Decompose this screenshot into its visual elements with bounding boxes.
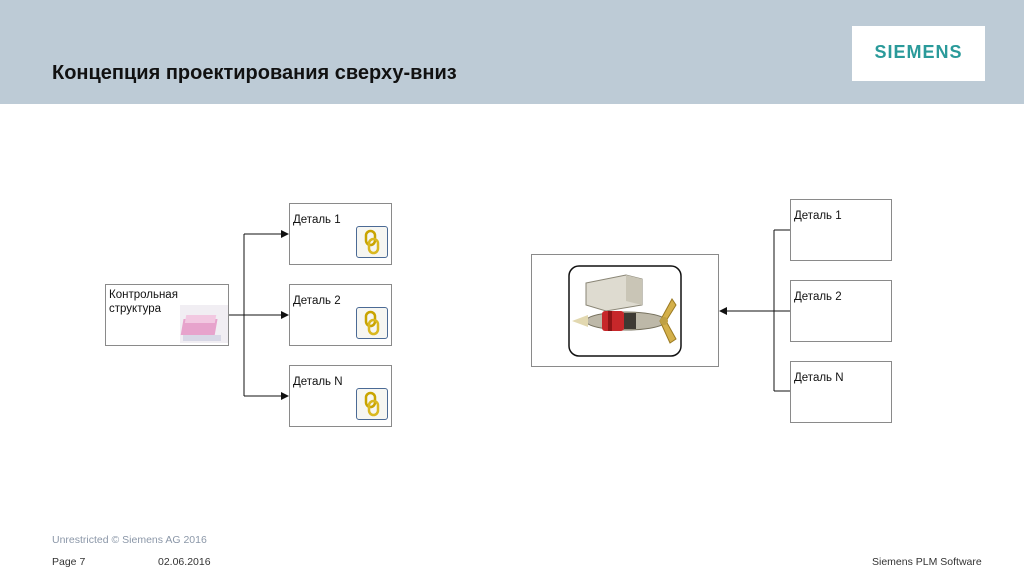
propulsion-unit-image [568, 265, 682, 357]
slide-title: Концепция проектирования сверху-вниз [52, 62, 457, 84]
link-chain-icon[interactable] [356, 226, 388, 258]
control-structure-box[interactable]: Контрольная структура [105, 284, 229, 346]
right-part-2-box[interactable]: Деталь 2 [790, 280, 892, 342]
right-part-1-label: Деталь 1 [794, 210, 842, 222]
left-part-1-box[interactable]: Деталь 1 [289, 203, 392, 265]
assembly-box[interactable] [531, 254, 719, 367]
footer-page-number: Page 7 [52, 556, 86, 568]
footer-date: 02.06.2016 [158, 556, 211, 568]
right-part-1-box[interactable]: Деталь 1 [790, 199, 892, 261]
right-part-n-label: Деталь N [794, 372, 844, 384]
footer-classification: Unrestricted © Siemens AG 2016 [52, 534, 207, 546]
footer-company: Siemens PLM Software [872, 556, 982, 568]
control-structure-thumbnail-icon [180, 305, 228, 343]
left-part-n-box[interactable]: Деталь N [289, 365, 392, 427]
siemens-logo: SIEMENS [852, 26, 985, 81]
logo-text: SIEMENS [874, 42, 963, 62]
left-part-n-label: Деталь N [293, 376, 343, 388]
right-part-n-box[interactable]: Деталь N [790, 361, 892, 423]
link-chain-icon[interactable] [356, 307, 388, 339]
left-part-1-label: Деталь 1 [293, 214, 341, 226]
left-part-2-label: Деталь 2 [293, 295, 341, 307]
left-part-2-box[interactable]: Деталь 2 [289, 284, 392, 346]
link-chain-icon[interactable] [356, 388, 388, 420]
control-structure-label: Контрольная структура [109, 289, 178, 315]
right-part-2-label: Деталь 2 [794, 291, 842, 303]
